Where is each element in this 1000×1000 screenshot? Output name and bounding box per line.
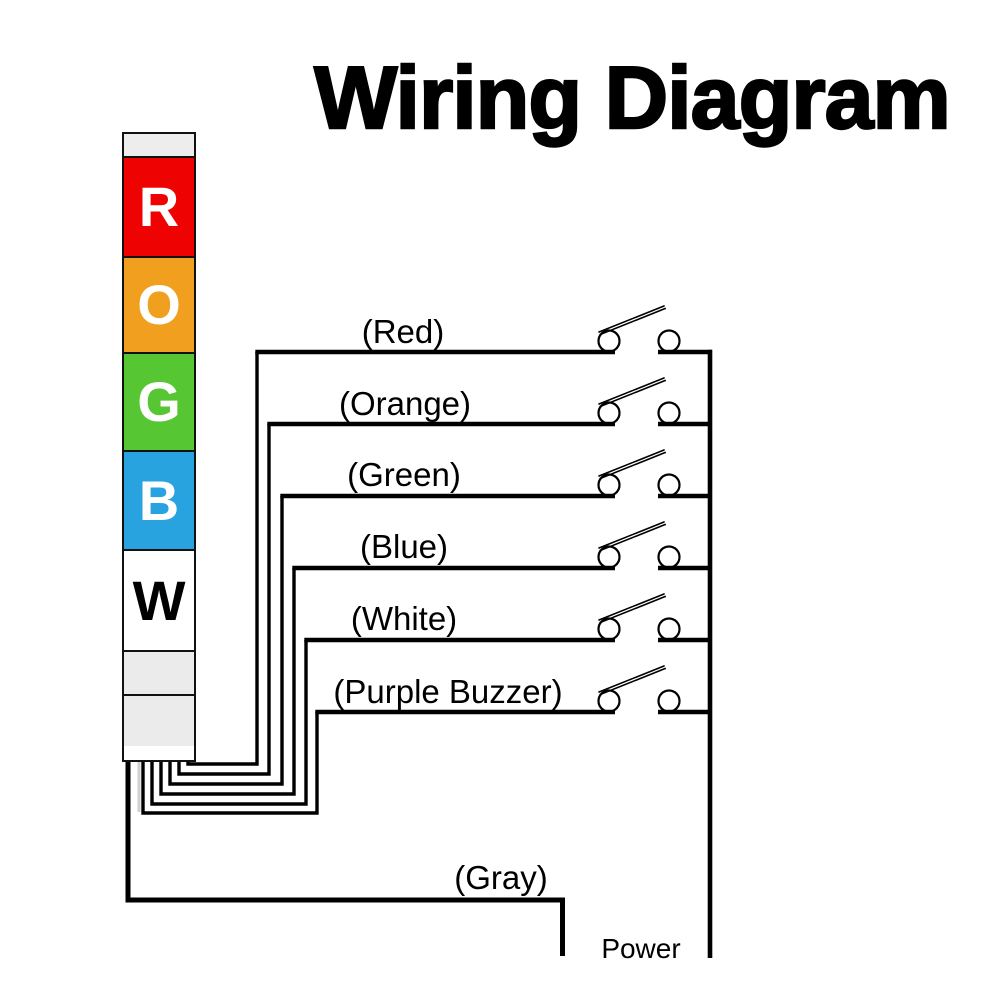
tower-segment-base-upper [124, 650, 194, 694]
switch-purple-buzzer-lever [598, 665, 665, 693]
tower-segment-base-lower [124, 694, 194, 746]
switch-red-lever [598, 305, 665, 333]
wire-orange-bundle [177, 424, 271, 776]
switch-orange-contact-right [657, 401, 681, 425]
wire-green-bundle [168, 496, 284, 786]
switch-purple-buzzer-contact-right [657, 689, 681, 713]
wire-white-bundle [150, 640, 308, 806]
wire-label-purple-buzzer: (Purple Buzzer) [333, 673, 563, 710]
switch-purple-buzzer-lever [599, 667, 667, 696]
switch-blue-contact-right [657, 545, 681, 569]
switch-orange-lever [598, 377, 665, 405]
switch-green-lever [598, 449, 665, 477]
switch-white-contact-right [657, 617, 681, 641]
wire-purple-buzzer-bundle [141, 712, 319, 815]
power-label: Power [601, 933, 681, 964]
switch-blue-lever [599, 523, 667, 552]
tower-segment-cap [124, 134, 194, 156]
tower-letter-white: W [132, 568, 186, 632]
wire-label-orange: (Orange) [338, 385, 472, 422]
wire-label-gray: (Gray) [454, 859, 548, 896]
wire-blue-bundle [159, 568, 296, 796]
wire-label-red: (Red) [361, 313, 445, 350]
tower-letter-blue: B [138, 468, 180, 532]
switch-red-contact-right [657, 329, 681, 353]
tower-segment-orange: O [124, 256, 194, 352]
switch-orange-lever [599, 379, 667, 408]
tower-letter-green: G [137, 370, 181, 433]
page-title: Wiring Diagram [313, 48, 952, 147]
switch-white-lever [599, 595, 667, 624]
tower-letter-red: R [138, 175, 180, 238]
switch-white-lever [598, 593, 665, 621]
tower-letter-orange: O [137, 273, 181, 336]
wire-gray [125, 760, 565, 956]
wire-red-bundle [186, 352, 259, 766]
wire-label-blue: (Blue) [359, 528, 449, 565]
tower-segment-green: G [124, 352, 194, 450]
switch-blue-lever [598, 521, 665, 549]
tower-segment-white: W [124, 549, 194, 650]
switch-green-contact-right [657, 473, 681, 497]
switch-red-lever [599, 307, 667, 336]
wire-label-white: (White) [350, 600, 458, 637]
switch-green-lever [599, 451, 667, 480]
tower-segment-red: R [124, 156, 194, 256]
wire-label-green: (Green) [347, 456, 461, 493]
tower-segment-blue: B [124, 450, 194, 549]
